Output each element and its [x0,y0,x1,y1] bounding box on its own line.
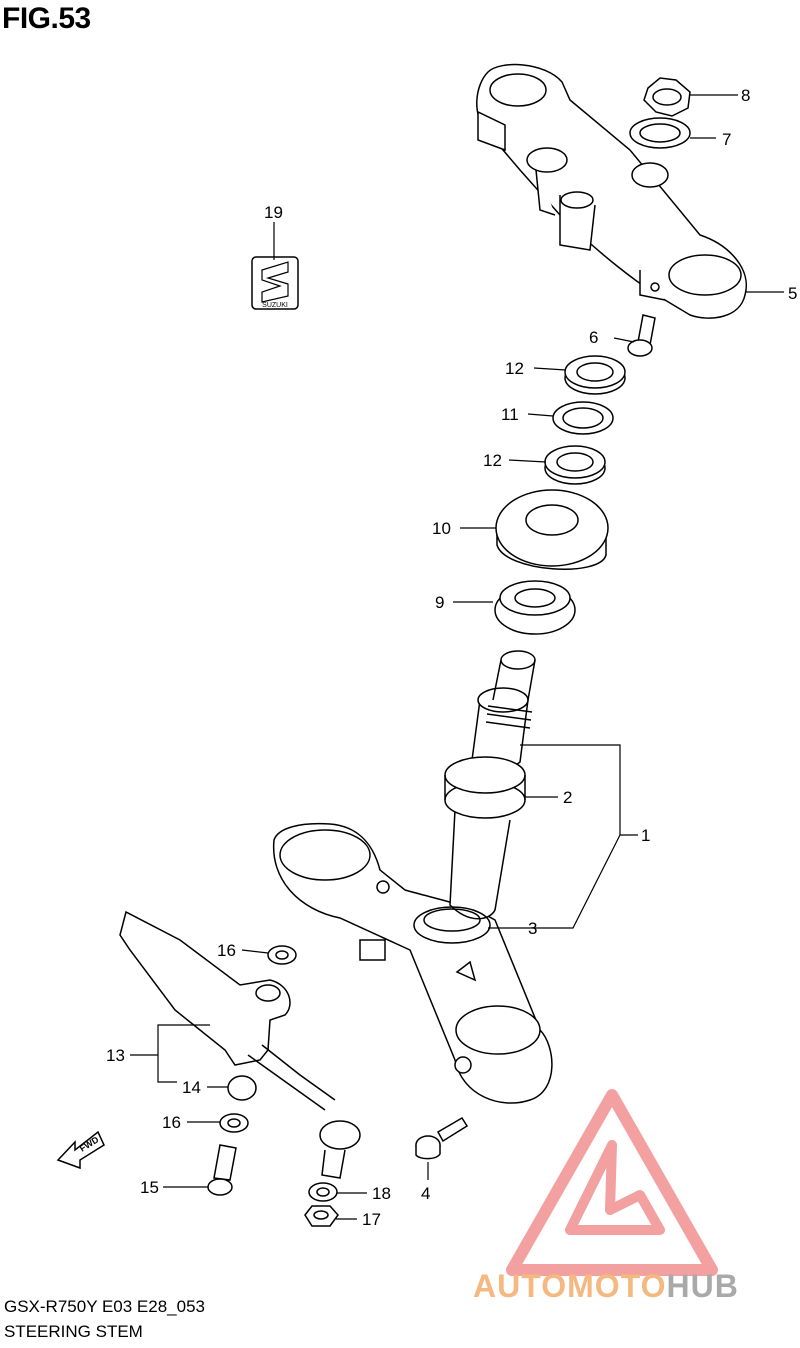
callout-14: 14 [182,1078,201,1097]
watermark-triangle-icon [506,1089,718,1276]
callout-12-lower: 12 [483,451,502,470]
callout-16-upper: 16 [217,941,236,960]
washer-part-16-upper [267,945,297,965]
emblem-part-19: SUZUKI [251,256,299,310]
callout-3: 3 [528,919,537,938]
washer-part-16-lower [219,1113,249,1133]
upper-bracket-part-5 [476,63,748,319]
leader-lines [130,94,784,1220]
bolt-part-4 [415,1116,469,1160]
model-code: GSX-R750Y E03 E28_053 [4,1297,205,1316]
steering-damper-part-13 [119,910,361,1179]
callout-19: 19 [264,203,283,222]
callout-10: 10 [432,519,451,538]
callout-15: 15 [140,1178,159,1197]
callout-8: 8 [741,86,750,105]
watermark-brand-hub: HUB [666,1268,738,1304]
bolt-part-15 [207,1144,237,1196]
lock-nut-part-12-upper [564,355,626,395]
bearing-part-9 [494,580,576,635]
forward-arrow-icon: FWD [56,1130,105,1170]
section-name: STEERING STEM [4,1322,143,1341]
lower-bearing-part-2 [444,756,526,819]
watermark-logo: AUTOMOTOHUB [473,1089,739,1304]
nut-part-17 [304,1205,339,1227]
seal-part-3 [413,906,491,944]
callout-labels: 1 2 3 4 5 6 7 8 9 10 11 12 12 13 14 15 1… [106,86,797,1229]
washer-part-18 [308,1182,338,1202]
bolt-part-6 [627,314,656,357]
callout-6: 6 [589,328,598,347]
callout-5: 5 [788,284,797,303]
callout-13: 13 [106,1046,125,1065]
callout-16-lower: 16 [162,1113,181,1132]
lock-nut-part-12-lower [544,445,606,485]
watermark-brand-automoto: AUTOMOTO [473,1268,666,1304]
callout-9: 9 [435,593,444,612]
callout-18: 18 [372,1184,391,1203]
washer-part-11 [552,401,614,435]
callout-1: 1 [641,826,650,845]
callout-4: 4 [421,1184,430,1203]
steering-stem-part-1 [272,650,553,1104]
emblem-label: SUZUKI [262,302,288,309]
callout-17: 17 [362,1210,381,1229]
svg-text:AUTOMOTOHUB: AUTOMOTOHUB [473,1268,739,1304]
callout-7: 7 [722,130,731,149]
callout-2: 2 [563,788,572,807]
dust-seal-part-10 [495,489,609,570]
callout-11: 11 [501,405,519,424]
washer-part-7 [629,117,691,149]
cap-part-14 [227,1075,257,1101]
nut-part-8 [643,77,691,117]
watermark-inner-mark-icon [565,1140,665,1235]
callout-12-upper: 12 [505,359,524,378]
figure-title: FIG.53 [2,2,91,35]
